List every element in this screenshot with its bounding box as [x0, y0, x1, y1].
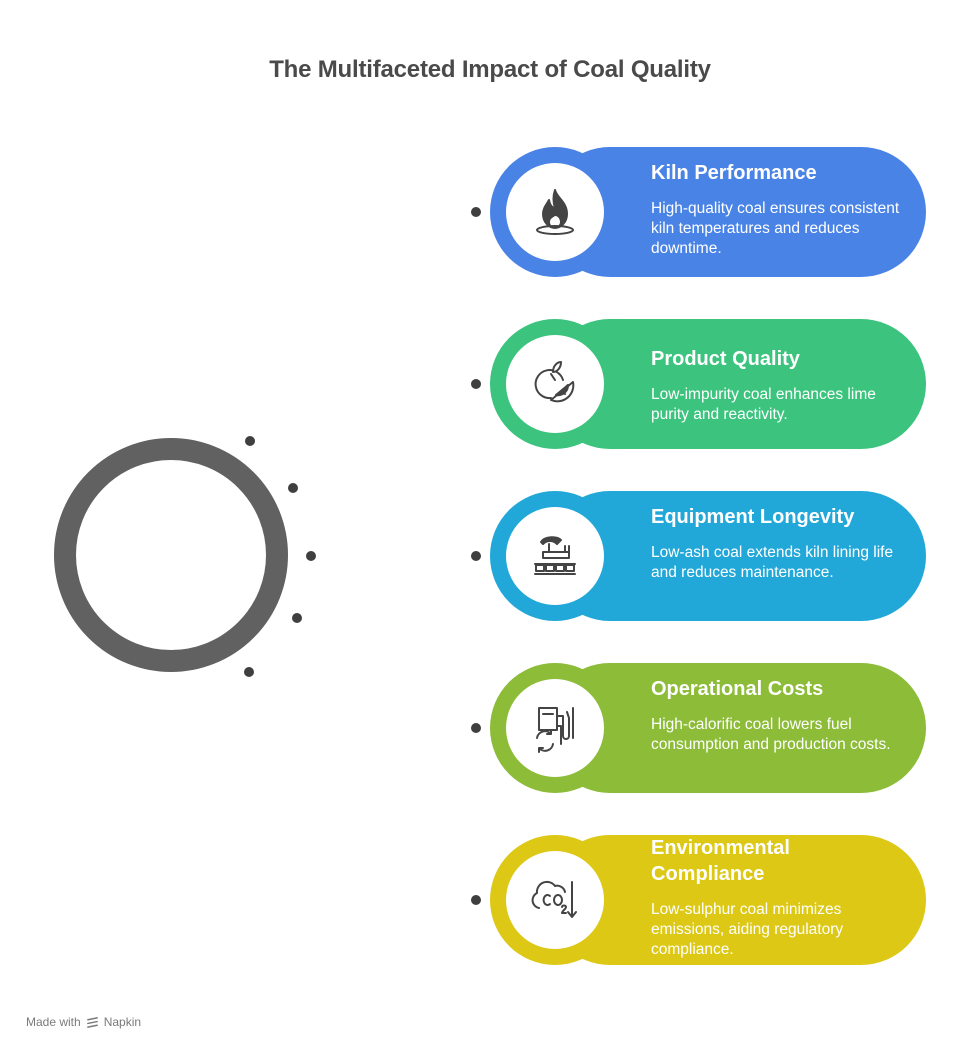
fire-icon: [536, 189, 574, 235]
hub-connector-dot: [244, 667, 254, 677]
hub-connector-dot: [292, 613, 302, 623]
card-description: High-calorific coal lowers fuel consumpt…: [651, 716, 891, 753]
card-connector-dot: [471, 895, 481, 905]
equipment-longevity-card: Equipment Longevity Low-ash coal extends…: [490, 491, 926, 621]
diagram-title: The Multifaceted Impact of Coal Quality: [269, 56, 711, 83]
fuel-pump-icon: [536, 707, 574, 753]
operational-costs-card: Operational Costs High-calorific coal lo…: [490, 663, 926, 793]
icon-circle: [506, 163, 604, 261]
icon-ring: [490, 663, 620, 793]
card-title: Kiln Performance: [651, 162, 817, 184]
product-quality-card: Product Quality Low-impurity coal enhanc…: [490, 319, 926, 449]
central-hub-ring: [54, 438, 288, 672]
lime-fruit-icon: [534, 361, 575, 403]
card-description: High-quality coal ensures consistent kil…: [651, 200, 900, 257]
icon-circle: [506, 335, 604, 433]
icon-circle: [506, 679, 604, 777]
card-title: Operational Costs: [651, 678, 824, 700]
icon-ring: [490, 491, 620, 621]
kiln-machine-icon: [534, 536, 576, 575]
co2-reduction-icon: [531, 880, 577, 918]
card-connector-dot: [471, 723, 481, 733]
napkin-logo-icon: [86, 1016, 98, 1028]
card-title: Environmental Compliance: [651, 837, 790, 885]
card-connector-dot: [471, 207, 481, 217]
made-with-label: Made with: [26, 1015, 81, 1029]
icon-ring: [490, 835, 620, 965]
card-description: Low-ash coal extends kiln lining life an…: [651, 544, 894, 581]
card-title: Product Quality: [651, 348, 800, 370]
environmental-compliance-card: Environmental Compliance Low-sulphur coa…: [490, 835, 926, 965]
card-connector-dot: [471, 551, 481, 561]
icon-circle: [506, 507, 604, 605]
made-with-napkin-footer: Made with Napkin: [26, 1015, 141, 1029]
card-title: Equipment Longevity: [651, 506, 855, 528]
icon-circle: [506, 851, 604, 949]
card-description: Low-sulphur coal minimizes emissions, ai…: [651, 901, 844, 958]
icon-ring: [490, 319, 620, 449]
hub-connector-dot: [245, 436, 255, 446]
hub-connector-dot: [288, 483, 298, 493]
icon-ring: [490, 147, 620, 277]
card-description: Low-impurity coal enhances lime purity a…: [651, 386, 876, 423]
napkin-brand-label: Napkin: [103, 1015, 142, 1029]
hub-connector-dot: [306, 551, 316, 561]
kiln-performance-card: Kiln Performance High-quality coal ensur…: [490, 147, 926, 277]
card-connector-dot: [471, 379, 481, 389]
